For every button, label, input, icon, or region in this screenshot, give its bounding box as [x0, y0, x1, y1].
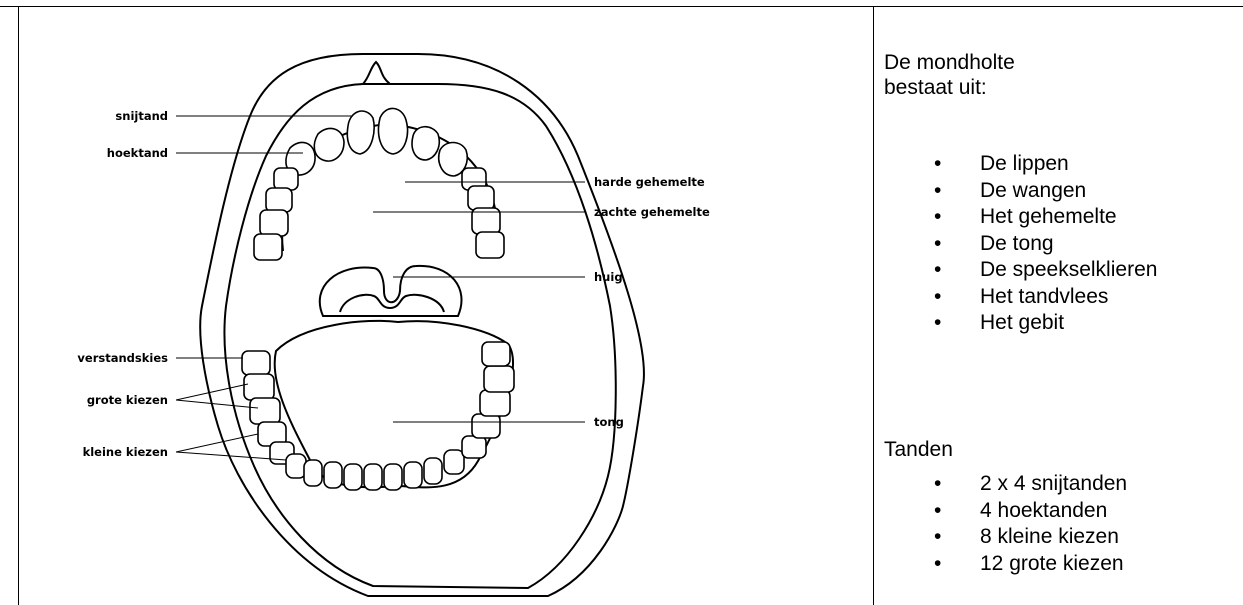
list-item: De lippen [874, 151, 1157, 178]
label-zachte-gehemelte: zachte gehemelte [594, 205, 710, 219]
mouth-diagram: snijtand hoektand verstandskies grote ki… [18, 6, 873, 605]
list-item: De wangen [874, 178, 1157, 205]
label-snijtand: snijtand [115, 109, 168, 123]
label-kleine-kiezen: kleine kiezen [83, 445, 168, 459]
list-item: De speekselklieren [874, 257, 1157, 284]
mouth-parts-list: De lippen De wangen Het gehemelte De ton… [874, 151, 1157, 337]
upper-teeth [254, 108, 504, 260]
intro-line-2: bestaat uit: [884, 76, 987, 99]
uvula [340, 295, 444, 312]
intro-line-1: De mondholte [884, 51, 1015, 74]
list-item: 8 kleine kiezen [874, 524, 1127, 551]
list-item: De tong [874, 231, 1157, 258]
teeth-heading: Tanden [884, 437, 953, 462]
label-huig: huig [594, 270, 623, 284]
list-item: 12 grote kiezen [874, 551, 1127, 578]
intro-text: De mondholte bestaat uit: [884, 50, 1234, 100]
label-tong: tong [594, 415, 624, 429]
list-item: Het gehemelte [874, 204, 1157, 231]
mouth-diagram-cell: snijtand hoektand verstandskies grote ki… [18, 6, 873, 605]
upper-lip-notch [363, 62, 390, 84]
list-item: Het tandvlees [874, 284, 1157, 311]
list-item: Het gebit [874, 310, 1157, 337]
info-text-cell: De mondholte bestaat uit: De lippen De w… [874, 6, 1243, 605]
leader-grote-kiezen-1 [176, 384, 248, 400]
teeth-list: 2 x 4 snijtanden 4 hoektanden 8 kleine k… [874, 471, 1127, 577]
label-grote-kiezen: grote kiezen [87, 393, 168, 407]
list-item: 2 x 4 snijtanden [874, 471, 1127, 498]
leader-grote-kiezen-2 [176, 400, 258, 408]
label-harde-gehemelte: harde gehemelte [594, 175, 705, 189]
label-verstandskies: verstandskies [77, 351, 168, 365]
list-item: 4 hoektanden [874, 498, 1127, 525]
label-hoektand: hoektand [107, 146, 168, 160]
